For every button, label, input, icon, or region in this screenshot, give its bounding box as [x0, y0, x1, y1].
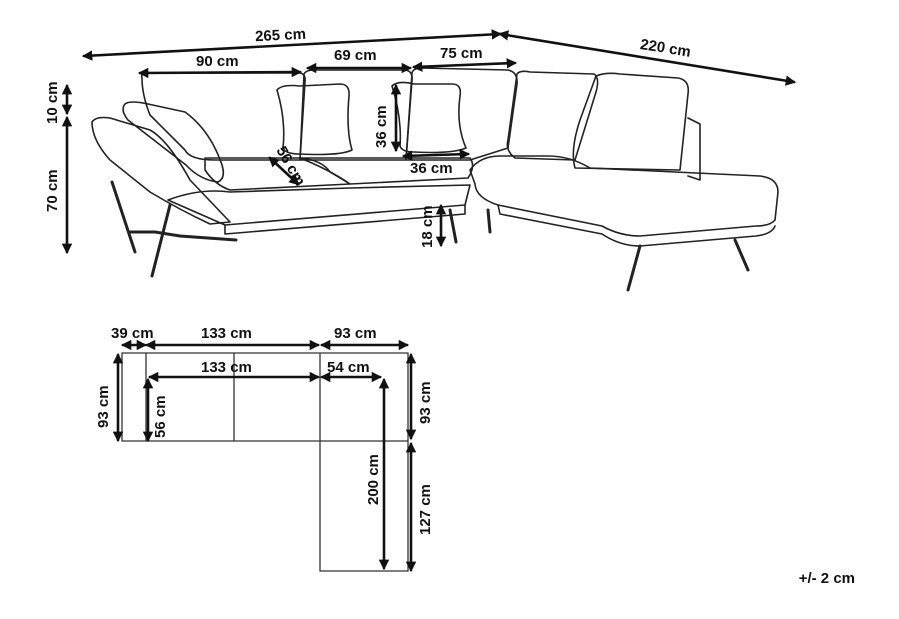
- label-pillow-height: 36 cm: [373, 105, 390, 148]
- plan-labels: 39 cm 133 cm 93 cm 133 cm 54 cm 93 cm 56…: [95, 325, 434, 535]
- plan-dimension-lines: [112, 339, 417, 573]
- elevation-dimension-lines: [61, 29, 797, 255]
- label-back-cushion-height: 10 cm: [44, 81, 61, 124]
- label-right-section: 75 cm: [440, 45, 483, 62]
- label-total-width: 265 cm: [255, 26, 307, 46]
- sofa-elevation-drawing: [91, 67, 779, 292]
- label-arm-width: 39 cm: [111, 325, 154, 342]
- label-leg-height: 18 cm: [419, 205, 436, 248]
- label-depth-left: 93 cm: [95, 385, 112, 428]
- label-chaise-outer: 127 cm: [417, 484, 434, 535]
- label-seat-width-inner: 133 cm: [201, 359, 252, 376]
- label-total-height: 70 cm: [44, 169, 61, 212]
- label-seat-width-outer: 133 cm: [201, 325, 252, 342]
- label-plan-seat-depth: 56 cm: [152, 395, 169, 438]
- label-corner-inner: 54 cm: [327, 359, 370, 376]
- label-depth-right: 93 cm: [417, 381, 434, 424]
- label-middle-section: 69 cm: [334, 47, 377, 64]
- label-chaise-inner: 200 cm: [365, 454, 382, 505]
- elevation-labels: 265 cm 220 cm 90 cm 69 cm 75 cm 10 cm 70…: [44, 26, 692, 248]
- label-pillow-width: 36 cm: [410, 160, 453, 177]
- tolerance-note: +/- 2 cm: [798, 570, 855, 587]
- label-corner-width: 93 cm: [334, 325, 377, 342]
- label-left-section: 90 cm: [196, 53, 239, 70]
